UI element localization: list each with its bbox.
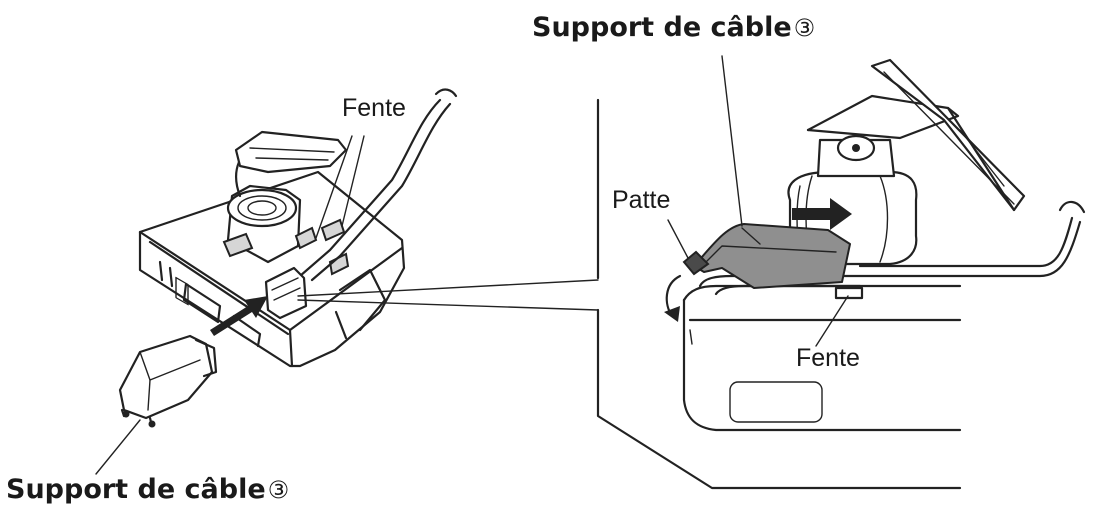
- cable-holder-part: [95, 334, 218, 475]
- dash-camera-left: [138, 88, 458, 368]
- zoom-detail-right: [664, 55, 1086, 432]
- cable-holder-text: Support de câble: [532, 12, 792, 43]
- rotate-arrow-icon: [664, 274, 682, 322]
- slot-label-right: Fente: [796, 346, 860, 371]
- slot-text: Fente: [796, 344, 860, 372]
- insert-arrow-icon: [210, 296, 268, 336]
- cable-holder-number: ③: [267, 476, 290, 504]
- slot-text: Fente: [342, 94, 406, 122]
- tab-text: Patte: [612, 186, 671, 214]
- slot-label-left: Fente: [342, 96, 406, 121]
- cable-holder-label-bottom: Support de câble③: [6, 476, 289, 503]
- cable-holder-label-top: Support de câble③: [532, 14, 815, 41]
- slide-arrow-icon: [792, 198, 852, 230]
- cable-holder-number: ③: [793, 14, 816, 42]
- cable-holder-text: Support de câble: [6, 474, 266, 505]
- tab-label: Patte: [612, 188, 670, 213]
